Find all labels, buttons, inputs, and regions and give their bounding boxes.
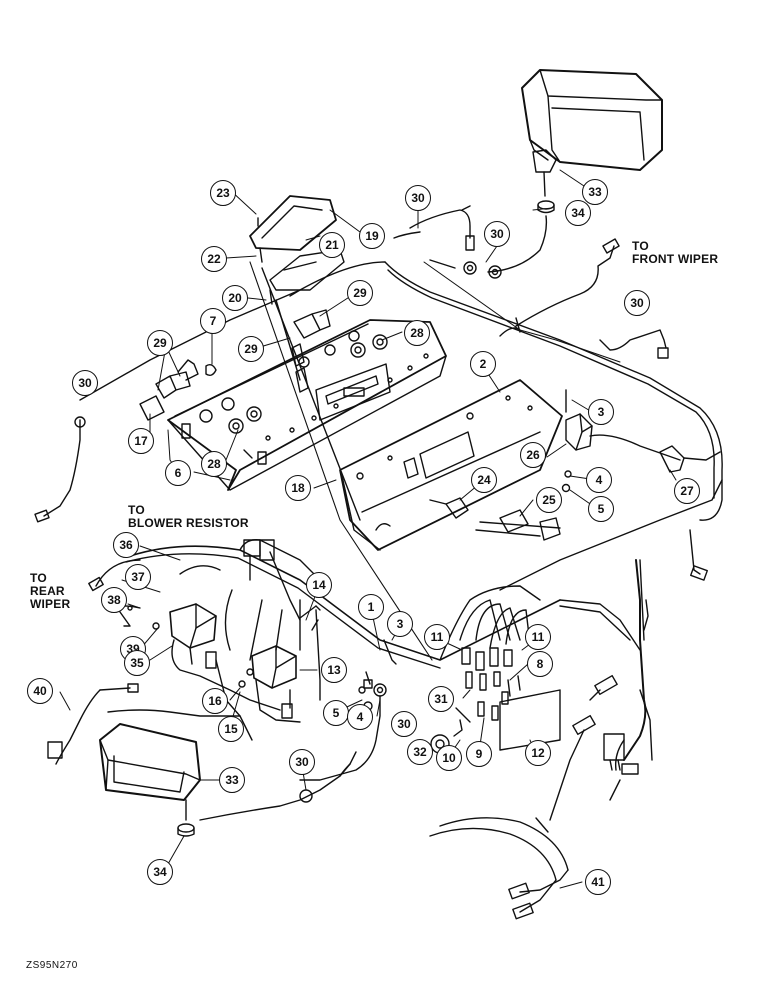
part-label-11: 11 (424, 624, 450, 650)
part-label-29: 29 (347, 280, 373, 306)
lower-left-harness (88, 539, 561, 741)
part-label-6: 6 (165, 460, 191, 486)
part-label-33: 33 (219, 767, 245, 793)
part-label-30: 30 (624, 290, 650, 316)
part-label-12: 12 (525, 740, 551, 766)
part-label-29: 29 (147, 330, 173, 356)
switch-panel (139, 309, 447, 491)
part-label-30: 30 (405, 185, 431, 211)
part-label-4: 4 (586, 467, 612, 493)
terminal-cluster (430, 585, 561, 754)
work-light-bottom (99, 723, 201, 837)
part-label-14: 14 (306, 572, 332, 598)
part-label-23: 23 (210, 180, 236, 206)
part-label-36: 36 (113, 532, 139, 558)
part-label-29: 29 (238, 336, 264, 362)
part-label-34: 34 (565, 200, 591, 226)
part-label-9: 9 (466, 741, 492, 767)
part-label-10: 10 (436, 745, 462, 771)
blower-resistor-callout: TO BLOWER RESISTOR (128, 503, 249, 530)
work-light-top (521, 69, 663, 214)
part-label-30: 30 (72, 370, 98, 396)
part-label-21: 21 (319, 232, 345, 258)
part-label-30: 30 (391, 711, 417, 737)
right-connectors (549, 599, 641, 821)
part-label-22: 22 (201, 246, 227, 272)
part-label-19: 19 (359, 223, 385, 249)
part-label-35: 35 (124, 650, 150, 676)
dome-light (249, 195, 345, 305)
part-label-5: 5 (588, 496, 614, 522)
part-label-30: 30 (484, 221, 510, 247)
rear-panel (339, 379, 721, 551)
part-label-11: 11 (525, 624, 551, 650)
part-label-17: 17 (128, 428, 154, 454)
part-label-8: 8 (527, 651, 553, 677)
part-label-4: 4 (347, 704, 373, 730)
part-label-26: 26 (520, 442, 546, 468)
part-label-31: 31 (428, 686, 454, 712)
part-label-20: 20 (222, 285, 248, 311)
part-label-28: 28 (201, 451, 227, 477)
part-label-28: 28 (404, 320, 430, 346)
part-label-2: 2 (470, 351, 496, 377)
part-label-24: 24 (471, 467, 497, 493)
top-lead (393, 205, 548, 279)
part-label-3: 3 (588, 399, 614, 425)
part-label-40: 40 (27, 678, 53, 704)
part-label-30: 30 (289, 749, 315, 775)
part-label-25: 25 (536, 487, 562, 513)
rear-wiper-callout: TO REAR WIPER (30, 571, 71, 611)
part-label-32: 32 (407, 739, 433, 765)
part-label-27: 27 (674, 478, 700, 504)
part-label-5: 5 (323, 700, 349, 726)
part-label-15: 15 (218, 716, 244, 742)
part-label-7: 7 (200, 308, 226, 334)
part-label-34: 34 (147, 859, 173, 885)
part-label-37: 37 (125, 564, 151, 590)
part-label-13: 13 (321, 657, 347, 683)
part-label-1: 1 (358, 594, 384, 620)
part-label-38: 38 (101, 587, 127, 613)
rear-lead-41 (429, 817, 569, 920)
part-label-41: 41 (585, 869, 611, 895)
part-label-33: 33 (582, 179, 608, 205)
part-label-16: 16 (202, 688, 228, 714)
front-wiper-callout: TO FRONT WIPER (632, 239, 719, 266)
upper-harness (79, 238, 723, 775)
figure-code: ZS95N270 (26, 960, 78, 971)
part-label-3: 3 (387, 611, 413, 637)
part-label-18: 18 (285, 475, 311, 501)
